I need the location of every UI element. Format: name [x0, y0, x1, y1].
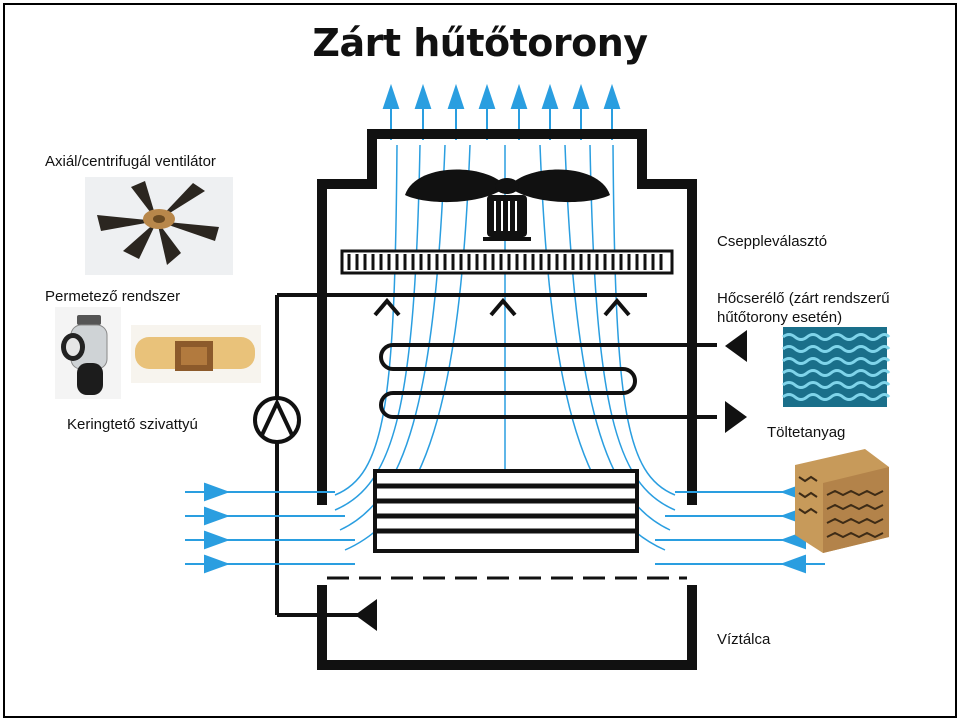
fan-label: Axiál/centrifugál ventilátor [45, 153, 216, 170]
pump-icon [253, 396, 301, 444]
motor-icon [483, 195, 531, 241]
page-title: Zárt hűtőtorony [312, 21, 648, 65]
basin-label: Víztálca [717, 631, 771, 648]
fill-label: Töltetanyag [767, 424, 846, 441]
heat-exchanger-label: Hőcserélő (zárt rendszerű hűtőtorony ese… [717, 290, 890, 326]
flow-arrow-icon [725, 330, 747, 433]
heat-exchanger-photo [782, 327, 891, 407]
heat-exchanger-coil [379, 343, 717, 419]
return-arrow-icon [355, 599, 377, 631]
fill-block [373, 469, 639, 553]
spray-header [277, 293, 647, 317]
diagram-frame: Zárt hűtőtorony Axiál/centrifugál ventil… [3, 3, 957, 718]
pump-circuit [275, 295, 365, 617]
intake-air-arrows-left [185, 482, 355, 574]
pump-label: Keringtető szivattyú [67, 416, 198, 433]
fill-media-photo [795, 449, 889, 553]
exhaust-air-arrows [382, 83, 621, 140]
drift-eliminator [340, 249, 674, 275]
fan-icon [405, 169, 610, 203]
fan-photo [85, 177, 233, 275]
spray-nozzle-photo [55, 307, 261, 399]
tower-housing [317, 129, 697, 670]
spray-system-label: Permetező rendszer [45, 288, 181, 305]
drift-eliminator-label: Csepplevá­lasztó [717, 233, 828, 250]
cooling-tower-diagram [55, 83, 891, 670]
